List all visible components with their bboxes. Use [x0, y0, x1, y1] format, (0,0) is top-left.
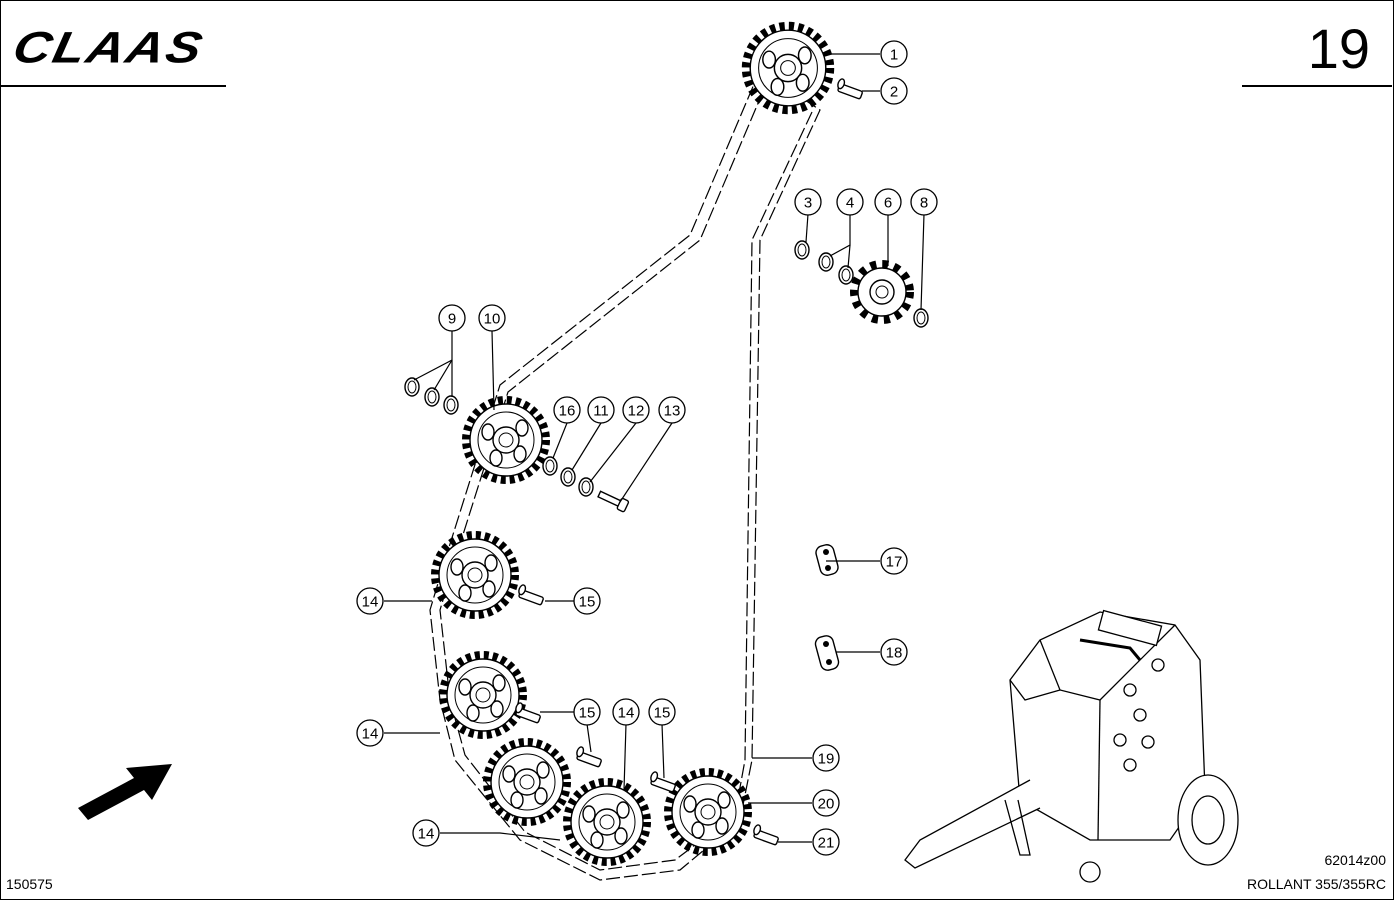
- callout-c19: 19: [812, 744, 840, 772]
- callout-label: 13: [664, 403, 681, 420]
- callout-c12: 12: [622, 396, 650, 424]
- ring-9a: [404, 377, 420, 397]
- callout-c18: 18: [880, 638, 908, 666]
- roller-sprocket-a: [435, 535, 515, 615]
- washer-11: [560, 467, 576, 487]
- direction-arrow-icon: [78, 764, 172, 820]
- callout-c11: 11: [587, 396, 615, 424]
- callout-label: 14: [362, 726, 379, 743]
- callout-c9: 9: [438, 304, 466, 332]
- footer-left-code: 150575: [6, 876, 53, 892]
- header-rule-right: [1242, 85, 1392, 87]
- callout-label: 14: [362, 594, 379, 611]
- callout-label: 11: [593, 403, 609, 420]
- pin-15d: [648, 770, 677, 793]
- pin-2: [835, 77, 864, 100]
- callout-c1: 1: [880, 40, 908, 68]
- callout-c14d: 14: [412, 819, 440, 847]
- callout-label: 20: [818, 796, 835, 813]
- callout-c13: 13: [658, 396, 686, 424]
- model-name: ROLLANT 355/355RC: [1246, 876, 1386, 892]
- callout-label: 14: [418, 826, 435, 843]
- baler-locator-illustration: [904, 609, 1239, 883]
- callout-label: 15: [579, 705, 596, 722]
- ring-8: [913, 308, 929, 328]
- roller-sprocket-b: [443, 655, 523, 735]
- callout-c21: 21: [812, 828, 840, 856]
- drawing-code: 62014z00: [1324, 852, 1386, 868]
- ring-9b: [424, 387, 440, 407]
- tensioner-sprocket: [850, 260, 914, 324]
- ring-3: [794, 240, 810, 260]
- callout-label: 14: [618, 705, 635, 722]
- callout-label: 10: [484, 311, 501, 328]
- bolt-13: [597, 490, 630, 513]
- roller-sprocket-d: [567, 782, 647, 862]
- pin-15a: [516, 583, 545, 606]
- callout-label: 18: [886, 645, 903, 662]
- callout-label: 19: [818, 751, 835, 768]
- callout-label: 4: [846, 195, 854, 212]
- callout-label: 12: [628, 403, 645, 420]
- page-number: 19: [1307, 17, 1370, 80]
- callout-label: 21: [818, 835, 835, 852]
- callout-label: 6: [884, 195, 892, 212]
- callout-label: 17: [886, 554, 903, 571]
- callout-label: 15: [579, 594, 596, 611]
- callout-c20: 20: [812, 789, 840, 817]
- callout-c16: 16: [553, 396, 581, 424]
- callout-c14b: 14: [356, 719, 384, 747]
- connecting-link-17: [815, 544, 839, 576]
- callout-c14a: 14: [356, 587, 384, 615]
- callout-c8: 8: [910, 188, 938, 216]
- roller-sprocket-c: [487, 742, 567, 822]
- callout-label: 3: [804, 195, 812, 212]
- callout-c4: 4: [836, 188, 864, 216]
- roller-sprocket-e: [668, 772, 748, 852]
- washer-16: [542, 456, 558, 476]
- drive-sprocket: [466, 400, 546, 480]
- callout-label: 9: [448, 311, 456, 328]
- callout-c15a: 15: [573, 587, 601, 615]
- ring-4b: [838, 265, 854, 285]
- header-rule-left: [0, 85, 226, 87]
- ring-9c: [443, 395, 459, 415]
- pin-15c: [574, 745, 603, 768]
- connecting-link-18: [814, 635, 840, 671]
- callout-label: 16: [559, 403, 576, 420]
- callout-c10: 10: [478, 304, 506, 332]
- callout-c6: 6: [874, 188, 902, 216]
- callout-c3: 3: [794, 188, 822, 216]
- callout-label: 8: [920, 195, 928, 212]
- pin-21: [751, 823, 780, 846]
- leader-lines: [384, 53, 925, 843]
- top-sprocket: [746, 26, 830, 110]
- callout-label: 15: [654, 705, 671, 722]
- callout-c2: 2: [880, 77, 908, 105]
- callout-c15b: 15: [573, 698, 601, 726]
- pin-15b: [513, 701, 542, 724]
- callout-label: 1: [890, 47, 898, 64]
- callout-c17: 17: [880, 547, 908, 575]
- callout-c15c: 15: [648, 698, 676, 726]
- callout-c14c: 14: [612, 698, 640, 726]
- callout-label: 2: [890, 84, 898, 101]
